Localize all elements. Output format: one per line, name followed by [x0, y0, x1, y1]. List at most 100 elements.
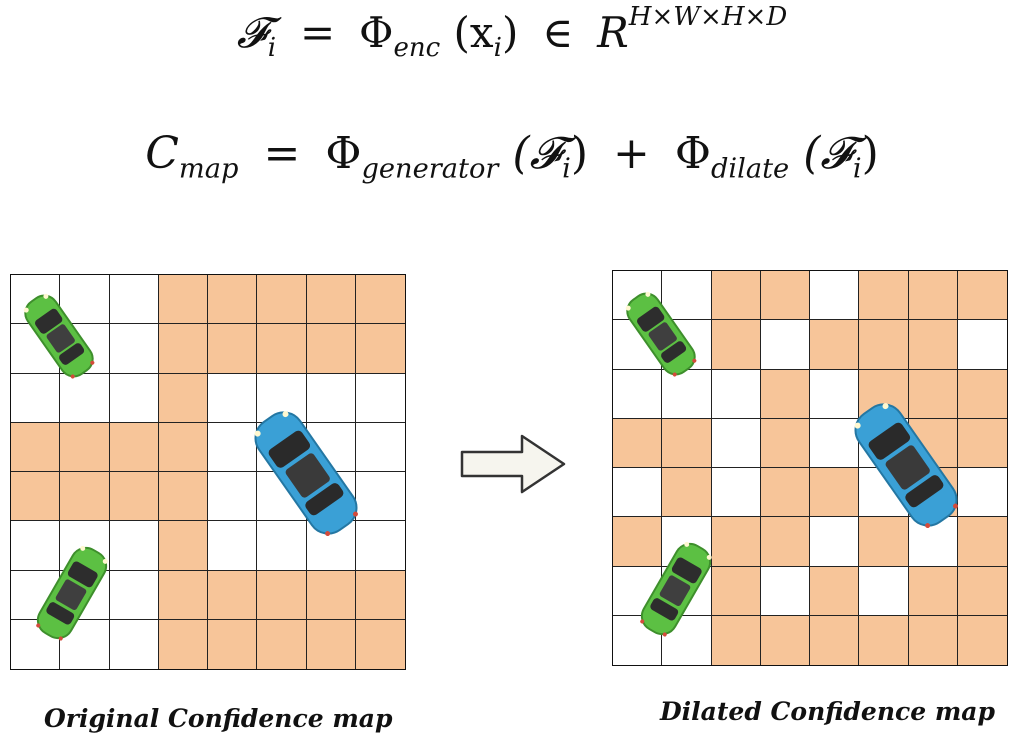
green-car-icon [640, 541, 712, 637]
grid-cell-empty [810, 418, 860, 468]
grid-cell-empty [662, 566, 712, 616]
grid-cell-filled [859, 320, 909, 370]
grid-cell-empty [60, 570, 110, 620]
equation-confidence-map: Cmap = Φgenerator (𝓕i) + Φdilate (𝓕i) [0, 128, 1024, 183]
grid-cell-filled [158, 570, 208, 620]
eq2-f1-arg-open: (𝓕 [512, 128, 563, 179]
grid-cell-empty [613, 615, 663, 665]
grid-cell-filled [760, 369, 810, 419]
grid-cell-empty [908, 517, 958, 567]
grid-cell-filled [355, 275, 405, 325]
grid-cell-empty [60, 324, 110, 374]
equation-feature-encoding: 𝓕i = Φenc (xi) ∈ RH×W×H×D [0, 4, 1024, 61]
eq2-f1-arg-close: ) [570, 128, 588, 179]
grid-cell-filled [711, 320, 761, 370]
grid-cell-empty [957, 468, 1007, 518]
grid-cell-filled [908, 271, 958, 321]
grid-cell-filled [158, 324, 208, 374]
grid-cell-filled [908, 566, 958, 616]
grid-cell-filled [208, 570, 258, 620]
grid-cell-filled [613, 517, 663, 567]
grid-cell-empty [208, 373, 258, 423]
grid-cell-empty [711, 468, 761, 518]
green-car-icon [625, 291, 697, 377]
grid-cell-filled [957, 271, 1007, 321]
eq2-f2-sub: dilate [710, 153, 790, 185]
eq2-f2-arg-close: ) [861, 128, 879, 179]
grid-cell-filled [711, 517, 761, 567]
green-car-icon [23, 293, 95, 379]
grid-cell-empty [810, 517, 860, 567]
grid-cell-empty [60, 619, 110, 669]
grid-cell-filled [613, 418, 663, 468]
grid-cell-filled [859, 517, 909, 567]
eq1-element-of: ∈ [542, 8, 574, 57]
grid-cell-empty [109, 570, 159, 620]
eq2-f2-arg-open: (𝓕 [803, 128, 853, 179]
grid-cell-filled [810, 615, 860, 665]
grid-cell-filled [908, 369, 958, 419]
grid-cell-filled [908, 320, 958, 370]
grid-cell-empty [257, 521, 307, 571]
grid-cell-filled [11, 472, 61, 522]
eq2-f1-arg-sub: i [562, 153, 571, 185]
green-car-icon [36, 545, 108, 641]
grid-cell-filled [109, 472, 159, 522]
grid-cell-filled [711, 271, 761, 321]
grid-cell-empty [306, 521, 356, 571]
grid-cell-filled [810, 468, 860, 518]
eq2-equals: = [263, 128, 301, 179]
original-map-caption: Original Confidence map [44, 704, 393, 733]
grid-cell-filled [760, 468, 810, 518]
grid-cell-empty [957, 320, 1007, 370]
eq1-arg: (xi) [453, 8, 519, 61]
grid-cell-filled [957, 566, 1007, 616]
grid-cell-filled [158, 472, 208, 522]
grid-cell-filled [60, 422, 110, 472]
grid-cell-empty [810, 271, 860, 321]
grid-cell-empty [711, 369, 761, 419]
grid-cell-empty [355, 374, 405, 423]
grid-cell-empty [613, 468, 663, 518]
grid-cell-filled [158, 619, 208, 669]
original-confidence-map-grid [10, 274, 406, 670]
grid-cell-empty [60, 275, 110, 325]
grid-cell-empty [60, 373, 110, 423]
eq2-f1-sub: generator [361, 153, 499, 185]
eq1-func: Φ [359, 8, 394, 57]
grid-cell-filled [306, 324, 356, 374]
eq1-lhs-sub: i [267, 33, 277, 64]
grid-cell-filled [957, 517, 1007, 567]
grid-cell-empty [109, 275, 159, 325]
eq1-arg-close: ) [501, 8, 519, 57]
grid-cell-empty [662, 615, 712, 665]
grid-cell-filled [257, 619, 307, 669]
grid-cell-empty [760, 320, 810, 370]
grid-cell-empty [859, 566, 909, 616]
grid-cell-empty [306, 373, 356, 423]
grid-cell-filled [760, 271, 810, 321]
grid-cell-empty [11, 373, 61, 423]
grid-cell-empty [110, 619, 159, 669]
eq2-lhs-sub: map [178, 153, 239, 185]
dilated-map-caption: Dilated Confidence map [660, 697, 995, 726]
grid-cell-empty [613, 369, 663, 419]
eq2-f2-arg-sub: i [852, 153, 862, 185]
eq1-equals: = [299, 8, 336, 57]
grid-cell-empty [355, 423, 405, 472]
grid-cell-filled [257, 324, 307, 374]
eq2-f2: Φ [674, 128, 711, 179]
grid-cell-filled [355, 570, 405, 620]
blue-car-icon [854, 403, 958, 529]
grid-cell-filled [158, 373, 208, 423]
eq1-arg-open: (x [453, 8, 494, 57]
grid-cell-empty [662, 271, 712, 321]
grid-cell-empty [109, 373, 159, 423]
grid-cell-filled [306, 619, 356, 669]
grid-cell-filled [11, 422, 61, 472]
eq1-space-sup: H×W×H×D [628, 1, 788, 32]
grid-cell-filled [662, 468, 712, 518]
grid-cell-empty [355, 521, 405, 571]
grid-cell-filled [257, 570, 307, 620]
grid-cell-filled [355, 619, 405, 669]
